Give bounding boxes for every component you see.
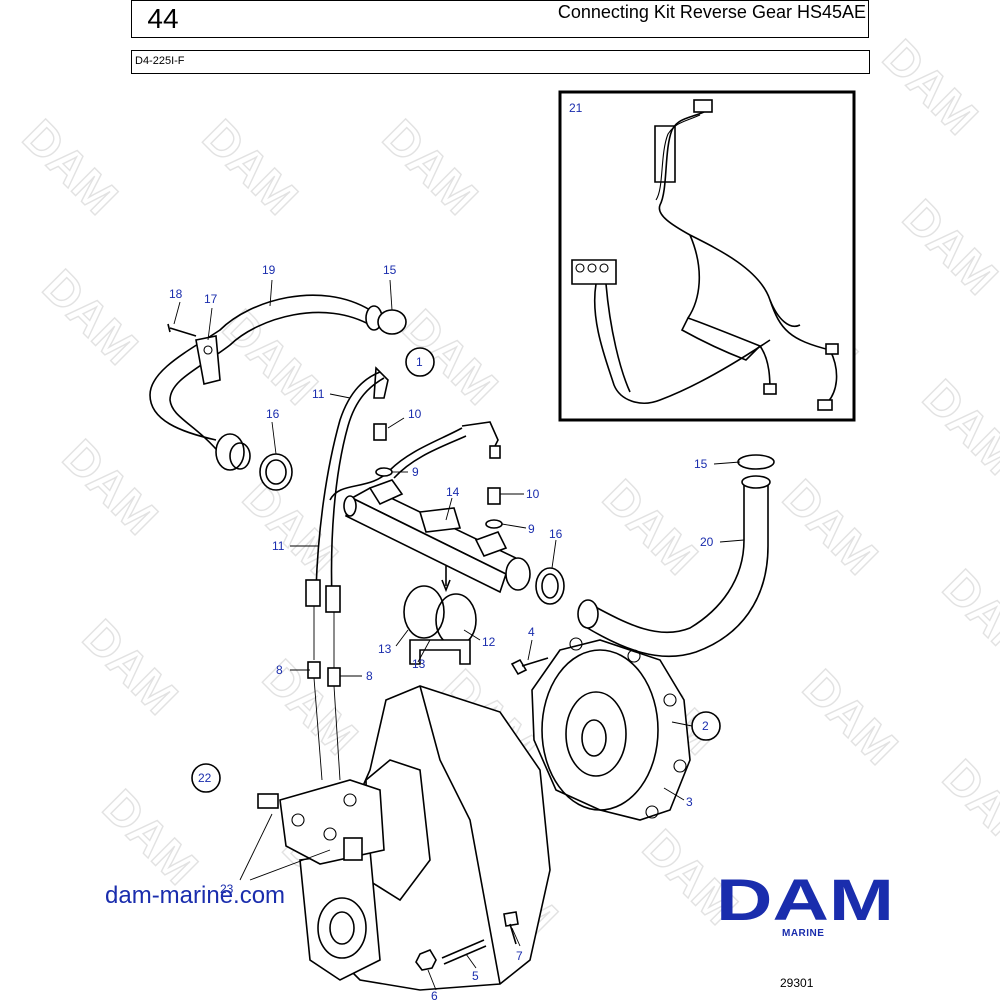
- watermark: DAM: [892, 190, 1000, 305]
- title-box: [195, 0, 869, 38]
- assembly-callout-1-circle: [405, 347, 435, 377]
- callout-10: 10: [408, 407, 422, 421]
- figure-id: 29301: [780, 976, 814, 990]
- watermark: DAM: [932, 560, 1000, 675]
- watermark: DAM: [92, 780, 207, 895]
- watermark: DAM: [32, 260, 147, 375]
- watermark: DAM: [232, 470, 347, 585]
- watermark: DAM: [372, 110, 487, 225]
- bolt-4: [510, 657, 549, 676]
- hose-20: [577, 454, 775, 658]
- watermark: DAM: [592, 470, 707, 585]
- callout-11: 11: [312, 387, 325, 401]
- callout-labels: 1 2 3 4 5 6 7 8 8 9 9 10 10 11 11 12 13 …: [169, 101, 714, 1000]
- callout-9: 9: [528, 522, 535, 536]
- callout-15: 15: [383, 263, 397, 277]
- washer-9: [485, 519, 503, 529]
- brand-subtitle: MARINE: [782, 928, 825, 939]
- callout-6: 6: [431, 989, 438, 1000]
- callout-14: 14: [446, 485, 460, 499]
- bolt-18: [167, 323, 197, 337]
- watermark: DAM: [772, 470, 887, 585]
- callout-22: 22: [198, 771, 212, 785]
- wiring-harness: [571, 99, 839, 411]
- fittings: [305, 423, 501, 781]
- watermark: DAM: [12, 110, 127, 225]
- hose-clamp-16: [535, 567, 565, 605]
- oil-pipe-11: [315, 366, 389, 601]
- page-number-box: [131, 0, 197, 38]
- website-url: dam-marine.com: [105, 882, 286, 909]
- watermark: DAM: [212, 300, 327, 415]
- callout-16: 16: [266, 407, 280, 421]
- callout-20: 20: [700, 535, 714, 549]
- callout-2: 2: [702, 719, 709, 733]
- callout-5: 5: [472, 969, 479, 983]
- callout-17: 17: [204, 292, 218, 306]
- bolt-7: [503, 911, 519, 945]
- oil-pipe-11b: [329, 421, 499, 501]
- model-code: D4-225I-F: [135, 55, 185, 67]
- model-code-box: [131, 50, 870, 74]
- watermark: DAM: [932, 750, 1000, 865]
- callout-3: 3: [686, 795, 693, 809]
- callout-21: 21: [569, 101, 583, 115]
- hose-clamp-15: [377, 309, 407, 335]
- callout-15: 15: [694, 457, 708, 471]
- page-title: Connecting Kit Reverse Gear HS45AE: [557, 2, 866, 22]
- callout-16: 16: [549, 527, 563, 541]
- callout-18: 18: [169, 287, 183, 301]
- callout-9: 9: [412, 465, 419, 479]
- callout-8: 8: [276, 663, 283, 677]
- brand-logo-text: DAM: [716, 874, 894, 926]
- callout-10: 10: [526, 487, 540, 501]
- stud-5: [441, 939, 487, 965]
- callout-19: 19: [262, 263, 276, 277]
- callout-8: 8: [366, 669, 373, 683]
- inset-frame: [558, 90, 856, 422]
- hose-19: [149, 294, 383, 471]
- leader-lines: [173, 279, 745, 991]
- bracket-12: [403, 566, 477, 665]
- callout-4: 4: [528, 625, 535, 639]
- callout-13: 13: [412, 657, 426, 671]
- watermark: DAM: [792, 660, 907, 775]
- callout-12: 12: [482, 635, 496, 649]
- watermark: DAM: [52, 430, 167, 545]
- brand-logo: DAM: [716, 874, 894, 926]
- oil-cooler-14: [343, 479, 531, 594]
- nut-6: [415, 949, 437, 971]
- callout-11: 11: [272, 539, 285, 553]
- watermark: DAM: [72, 610, 187, 725]
- watermark: DAM: [912, 370, 1000, 485]
- bracket-17: [195, 335, 221, 385]
- assembly-callout-22-circle: [191, 763, 221, 793]
- callout-13: 13: [378, 642, 392, 656]
- callout-23: 23: [220, 882, 234, 896]
- watermark: DAM: [872, 30, 987, 145]
- washer-9: [375, 467, 393, 477]
- callout-7: 7: [516, 949, 523, 963]
- page-number: 44: [147, 3, 179, 34]
- callout-1: 1: [416, 355, 423, 369]
- reverse-gear-housing: [257, 685, 551, 991]
- watermark: DAM: [192, 110, 307, 225]
- flange-3: [531, 637, 691, 821]
